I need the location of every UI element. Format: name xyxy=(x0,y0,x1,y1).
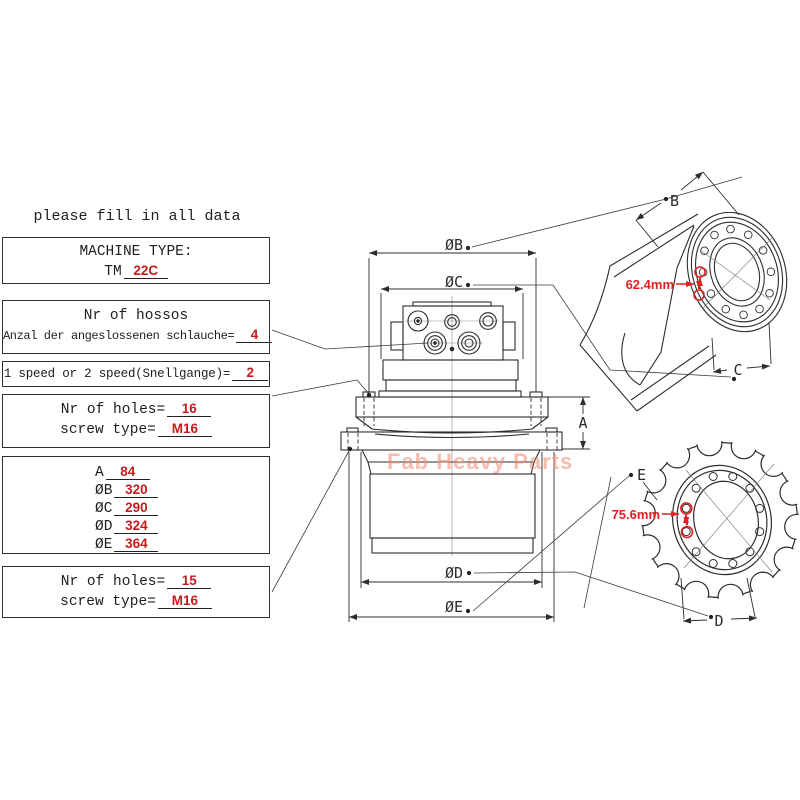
screw-top-value-field[interactable]: M16 xyxy=(157,421,212,437)
housing-bolt-holes xyxy=(698,224,776,320)
machine-type-title: MACHINE TYPE: xyxy=(79,244,193,260)
holes-bottom-label: Nr of holes= xyxy=(60,574,166,590)
sprocket-hole-distance-annotation xyxy=(662,502,694,539)
housing-b-dimension xyxy=(635,171,740,248)
speed-value-field[interactable]: 2 xyxy=(232,365,269,381)
holes-bottom-value-field[interactable]: 15 xyxy=(167,573,212,589)
leader-dots xyxy=(347,196,737,620)
upper-flange xyxy=(355,391,549,439)
dim-phi-b xyxy=(368,250,537,392)
sprocket-bolt-holes xyxy=(681,472,765,568)
dim-label-c: C xyxy=(733,361,742,379)
sprocket-hub xyxy=(671,464,773,576)
hoses-title: Nr of hossos xyxy=(83,308,189,324)
dim-row-label: ØD xyxy=(95,519,113,535)
dim-phi-e xyxy=(348,452,555,622)
hydraulic-ports xyxy=(407,310,497,355)
dim-row-value-field[interactable]: 290 xyxy=(114,500,159,516)
dim-row-value-field[interactable]: 84 xyxy=(105,464,150,480)
dim-label-phi-d: ØD xyxy=(445,564,463,582)
gear-housing-drum xyxy=(361,449,541,554)
holes-top-value-field[interactable]: 16 xyxy=(167,401,212,417)
hoses-label: Anzal der angeslossenen schlauche= xyxy=(3,329,235,343)
sprocket-holes-box: Nr of holes=15 screw type=M16 xyxy=(2,566,270,618)
upper-flange-holes-box: Nr of holes=16 screw type=M16 xyxy=(2,394,270,448)
watermark: Fab Heavy Parts xyxy=(387,449,573,474)
housing-c-dimension xyxy=(711,321,772,374)
holes-top-label: Nr of holes= xyxy=(60,402,166,418)
machine-type-value-field[interactable]: 22C xyxy=(123,263,168,279)
leader-e-extra xyxy=(583,476,612,609)
screw-bottom-label: screw type= xyxy=(60,594,156,610)
dim-label-e: E xyxy=(637,466,646,484)
dim-label-d: D xyxy=(714,612,723,630)
dim-label-a: A xyxy=(578,414,587,432)
dim-label-phi-c: ØC xyxy=(445,273,463,291)
dim-label-b: B xyxy=(670,192,679,210)
dim-row-label: ØC xyxy=(95,501,113,517)
housing-hole-distance-value: 62.4mm xyxy=(626,277,674,292)
leader-phi-d-to-d xyxy=(473,571,709,617)
housing-iso-view xyxy=(579,171,788,412)
dim-row-value-field[interactable]: 324 xyxy=(114,518,159,534)
sprocket-bore xyxy=(693,480,759,560)
speed-box: 1 speed or 2 speed(Snellgange)=2 xyxy=(2,361,270,387)
housing-arm xyxy=(579,213,717,412)
port-block xyxy=(390,301,516,361)
sprocket-iso-view xyxy=(641,441,799,624)
sprocket-e-extension xyxy=(642,481,658,501)
leader-phi-c-to-c xyxy=(473,284,732,378)
leader-phi-b-to-b xyxy=(471,176,743,248)
dim-row-label: ØB xyxy=(95,483,113,499)
leader-lines xyxy=(271,176,743,620)
speed-label: 1 speed or 2 speed(Snellgange)= xyxy=(3,367,231,381)
dim-phi-d xyxy=(360,452,543,588)
hoses-value-field[interactable]: 4 xyxy=(236,327,273,343)
lower-flange xyxy=(340,427,563,451)
motor-cover-slabs xyxy=(378,359,522,398)
housing-hole-distance-annotation xyxy=(676,266,706,301)
dim-row-value-field[interactable]: 364 xyxy=(114,536,159,552)
machine-type-prefix: TM xyxy=(104,264,122,280)
dim-label-phi-b: ØB xyxy=(445,236,463,254)
sprocket-d-dimension xyxy=(680,577,758,624)
final-drive-front-view xyxy=(340,250,590,622)
dim-row-label: A xyxy=(95,465,104,481)
leader-phi-e-to-e xyxy=(472,475,630,612)
dim-label-phi-e: ØE xyxy=(445,598,463,616)
hoses-box: Nr of hossos Anzal der angeslossenen sch… xyxy=(2,300,273,354)
screw-top-label: screw type= xyxy=(60,422,156,438)
sprocket-centerlines xyxy=(683,463,775,573)
housing-centerlines xyxy=(699,236,774,309)
housing-ring xyxy=(686,211,788,333)
dim-phi-c xyxy=(380,286,524,359)
dim-row-value-field[interactable]: 320 xyxy=(114,482,159,498)
dim-a xyxy=(548,396,590,450)
fill-in-note: please fill in all data xyxy=(33,208,241,225)
leader-holes-15 xyxy=(271,448,351,593)
leader-holes-16 xyxy=(271,379,370,397)
dim-row-label: ØE xyxy=(95,537,113,553)
leader-hoses xyxy=(271,329,429,350)
screw-bottom-value-field[interactable]: M16 xyxy=(157,593,212,609)
sprocket-hole-distance-value: 75.6mm xyxy=(612,507,660,522)
